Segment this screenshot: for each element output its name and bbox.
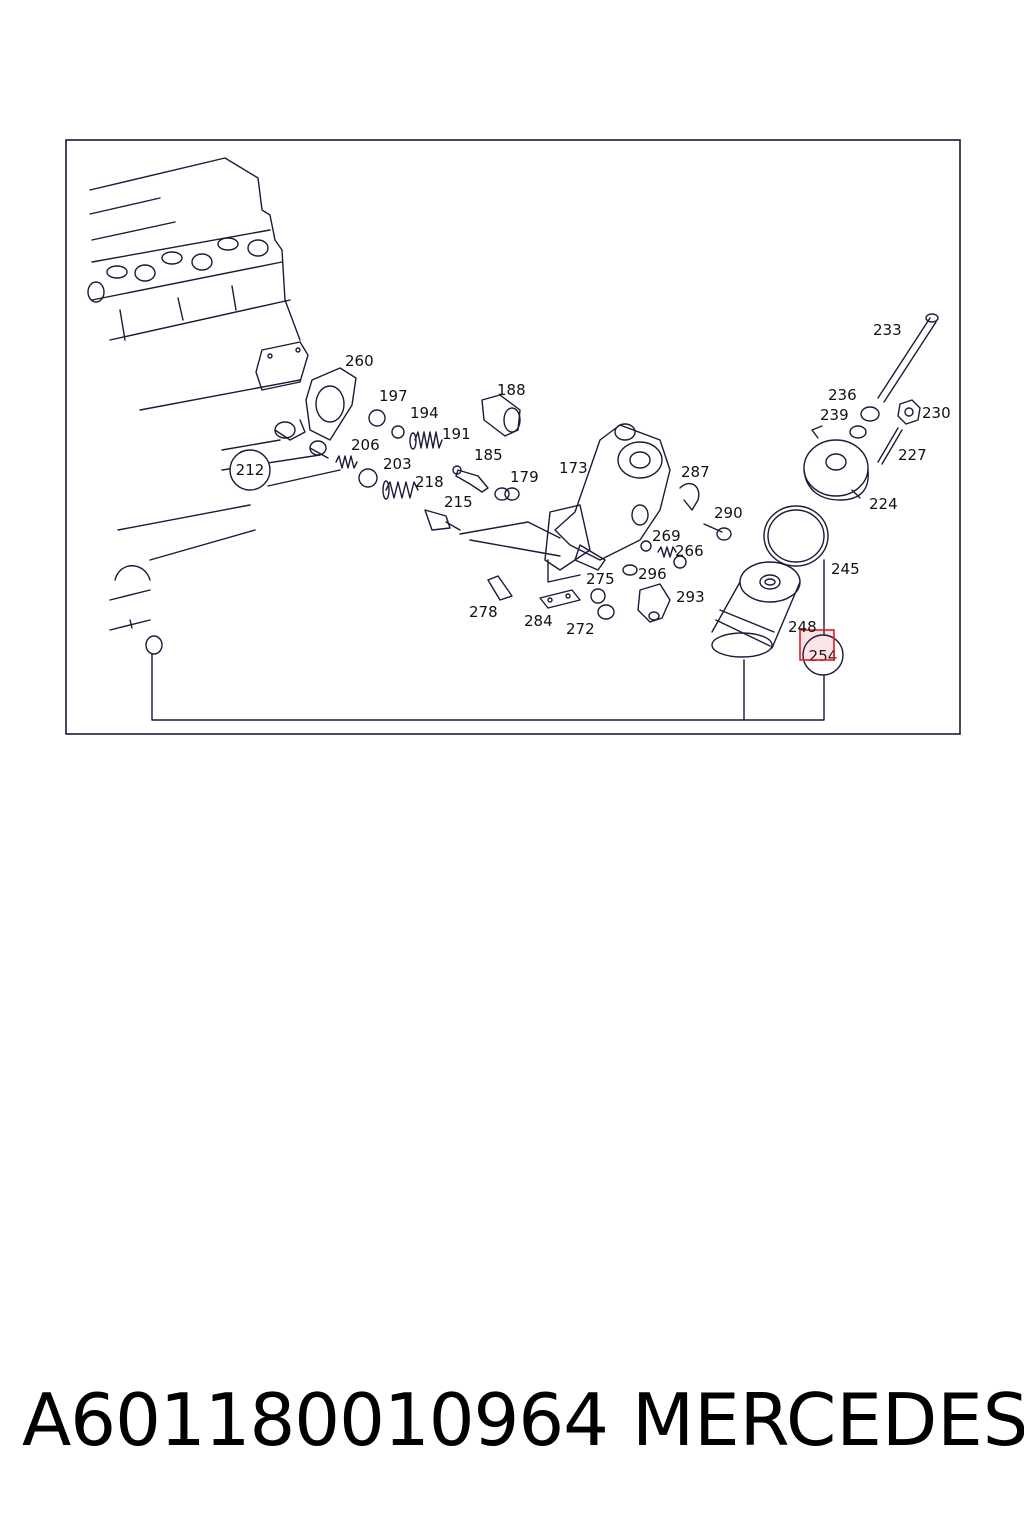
label-248: 248 [788,618,817,636]
brand-name: MERCEDES [632,1378,1024,1462]
label-185: 185 [474,446,503,464]
part-224-filter-cover [803,425,869,501]
part-278-bracket [487,575,513,601]
label-230: 230 [922,404,951,422]
label-284: 284 [524,612,553,630]
label-266: 266 [675,542,704,560]
label-188: 188 [497,381,526,399]
leader-bottom [151,653,825,721]
label-260: 260 [345,352,374,370]
part-188-element [481,394,521,437]
label-215: 215 [444,493,473,511]
part-labels: 233 236 239 230 227 224 260 197 194 188 … [345,321,951,638]
label-275: 275 [586,570,615,588]
label-236: 236 [828,386,857,404]
label-287: 287 [681,463,710,481]
label-212: 212 [236,461,265,479]
label-206: 206 [351,436,380,454]
label-173: 173 [559,459,588,477]
part-290-bolt [703,523,732,541]
part-197-ring [368,409,386,427]
circled-label-212: 212 [229,449,271,491]
part-272-ring [597,604,615,620]
part-number: A601180010964 [22,1378,609,1462]
part-218-spring [382,480,419,500]
highlight-box-254 [799,629,835,661]
parts-diagram: 212 254 233 236 239 230 227 224 260 197 … [65,139,961,735]
part-227-stud [877,427,903,465]
part-284-plate [539,589,581,609]
part-203-disc [358,468,378,488]
part-191-spring [409,431,443,450]
part-239-ring [849,425,867,439]
label-194: 194 [410,404,439,422]
part-275-ring [590,588,606,604]
label-245: 245 [831,560,860,578]
part-260-housing [305,367,357,441]
label-197: 197 [379,387,408,405]
label-293: 293 [676,588,705,606]
engine-block-drawing [87,157,309,631]
part-230-nut [897,399,921,425]
label-239: 239 [820,406,849,424]
part-173-filter-housing [544,423,671,583]
diagram-frame [65,139,961,735]
part-293-switch [637,583,671,623]
part-seal-ring [145,635,163,655]
label-218: 218 [415,473,444,491]
label-227: 227 [898,446,927,464]
circled-label-254[interactable]: 254 [799,629,844,676]
label-203: 203 [383,455,412,473]
part-212-group [274,419,329,459]
part-296-ring [622,564,638,576]
caption: A601180010964 MERCEDES [22,1372,1024,1482]
label-191: 191 [442,425,471,443]
part-266-bolt [657,546,687,569]
part-236-washer [860,406,880,422]
part-185-pin [452,465,489,493]
part-233-long-bolt [877,313,939,403]
part-179-bushing [494,487,520,501]
label-269: 269 [652,527,681,545]
label-278: 278 [469,603,498,621]
part-269-ring [640,540,652,552]
part-194 [391,425,405,439]
label-296: 296 [638,565,667,583]
leader-215 [459,521,561,557]
label-224: 224 [869,495,898,513]
label-233: 233 [873,321,902,339]
label-272: 272 [566,620,595,638]
label-290: 290 [714,504,743,522]
part-215 [424,509,461,531]
part-248-filter-element [711,561,801,658]
part-206-spring [335,455,358,469]
part-245-gasket [763,505,829,567]
part-287-clip [679,482,700,511]
label-179: 179 [510,468,539,486]
